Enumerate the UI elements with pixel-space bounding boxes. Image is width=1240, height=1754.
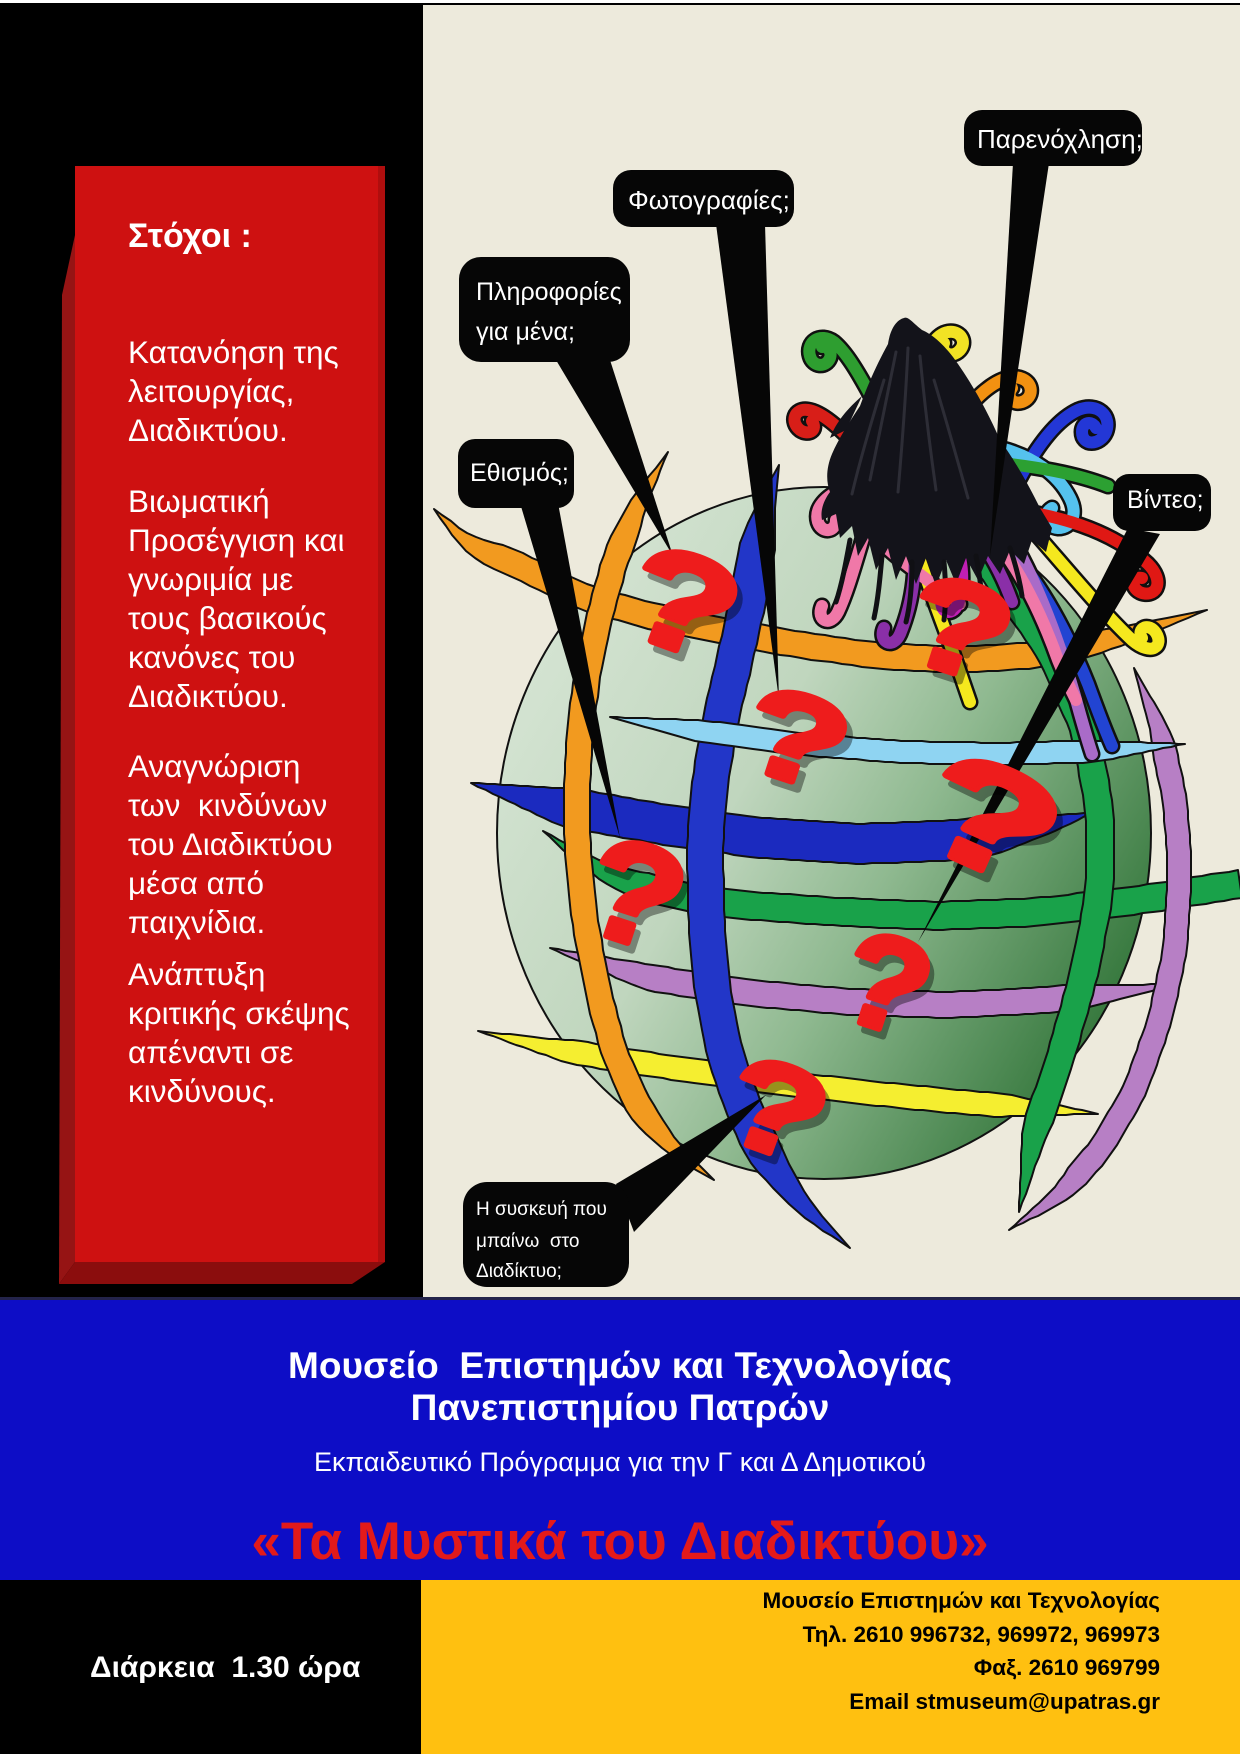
svg-text:Πληροφορίες: Πληροφορίες xyxy=(476,278,622,306)
svg-text:Διαδίκτυο;: Διαδίκτυο; xyxy=(476,1261,562,1282)
svg-text:Εθισμός;: Εθισμός; xyxy=(470,459,569,487)
svg-text:Βίντεο;: Βίντεο; xyxy=(1127,486,1204,514)
svg-text:Φωτογραφίες;: Φωτογραφίες; xyxy=(628,185,790,215)
svg-text:μπαίνω στο: μπαίνω στο xyxy=(476,1231,579,1252)
svg-text:για μένα;: για μένα; xyxy=(476,318,575,346)
svg-text:Η συσκευή που: Η συσκευή που xyxy=(476,1199,607,1220)
svg-text:Παρενόχληση;: Παρενόχληση; xyxy=(977,124,1143,154)
